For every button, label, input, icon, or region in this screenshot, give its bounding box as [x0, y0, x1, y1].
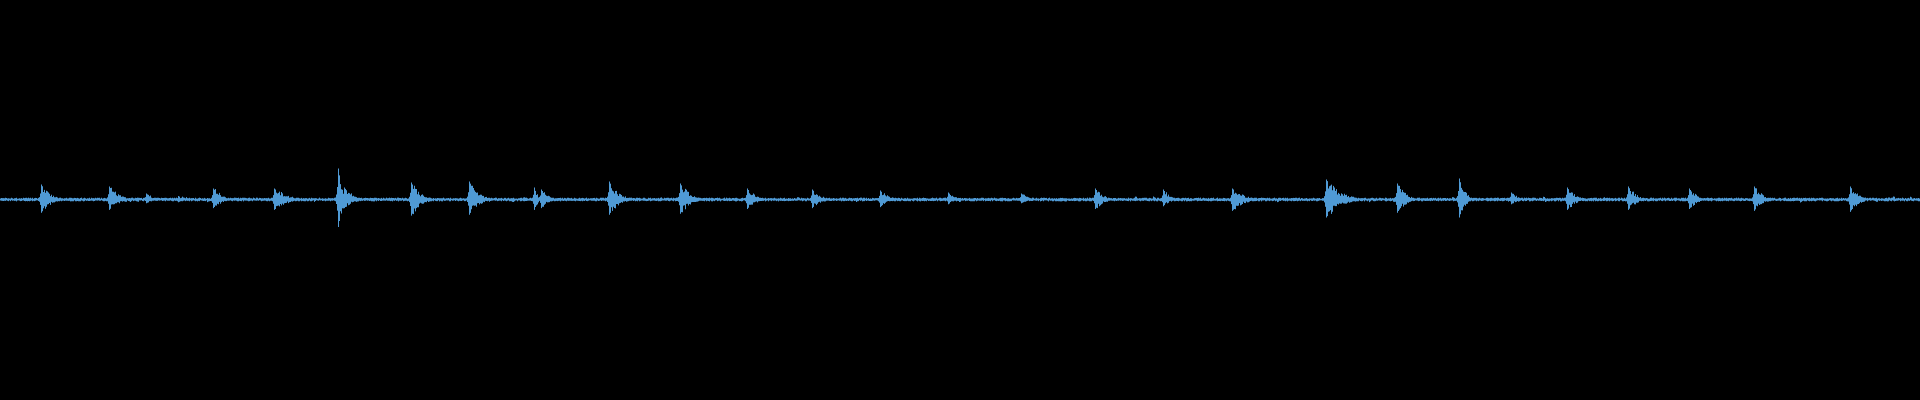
waveform-trace — [0, 168, 1920, 227]
